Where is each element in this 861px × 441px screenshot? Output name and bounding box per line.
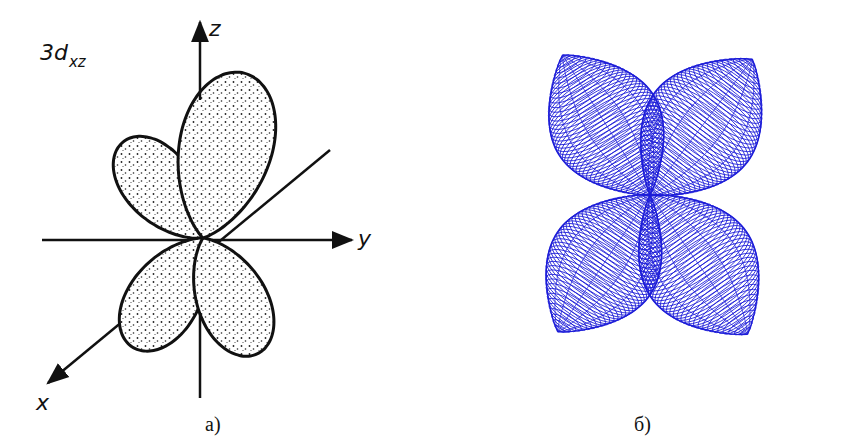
d-orbital-drawing bbox=[42, 22, 352, 398]
wireframe-lobe bbox=[542, 53, 671, 197]
mesh-meridian bbox=[650, 195, 748, 334]
mesh-meridian bbox=[559, 55, 650, 195]
axis-label: z bbox=[209, 16, 221, 41]
mesh-meridian bbox=[563, 55, 650, 195]
mesh-meridian bbox=[563, 55, 654, 195]
mesh-meridian bbox=[650, 195, 748, 334]
wireframe-lobe bbox=[631, 191, 766, 337]
label-holder: 3d bbox=[40, 42, 68, 64]
mesh-meridian bbox=[650, 59, 754, 195]
orbital-name: 3d bbox=[40, 40, 68, 65]
mesh-meridian bbox=[563, 55, 650, 195]
panel-caption: б) bbox=[634, 413, 651, 435]
axis-label: x bbox=[36, 390, 49, 415]
label-holder: y bbox=[358, 228, 371, 250]
orbital-lobe bbox=[178, 72, 276, 238]
label-holder: а) bbox=[205, 414, 221, 434]
mesh-meridian bbox=[650, 59, 761, 195]
orbital-name: xz bbox=[69, 53, 86, 71]
axis-label: y bbox=[358, 226, 371, 251]
orbital-lobe bbox=[194, 238, 274, 356]
label-holder: x bbox=[36, 392, 49, 414]
mesh-meridian bbox=[647, 195, 747, 334]
label-holder: б) bbox=[634, 414, 651, 434]
mesh-meridian bbox=[650, 195, 750, 334]
mesh-meridian bbox=[558, 195, 650, 332]
mesh-meridian bbox=[558, 195, 650, 332]
label-holder: z bbox=[209, 18, 221, 40]
mesh-meridian bbox=[558, 195, 650, 332]
mesh-meridian bbox=[650, 195, 748, 334]
mesh-meridian bbox=[650, 59, 752, 195]
mesh-meridian bbox=[546, 195, 650, 332]
wireframe-lobe bbox=[633, 55, 769, 200]
wireframe-orbital bbox=[539, 53, 769, 338]
mesh-meridian bbox=[648, 59, 752, 195]
mesh-meridian bbox=[650, 59, 752, 195]
mesh-meridian bbox=[555, 195, 650, 332]
z-axis bbox=[199, 22, 202, 100]
label-holder: xz bbox=[69, 55, 86, 70]
mesh-meridian bbox=[639, 195, 748, 335]
panel-caption: а) bbox=[205, 413, 221, 435]
mesh-meridian bbox=[563, 55, 650, 195]
mesh-meridian bbox=[650, 59, 752, 195]
